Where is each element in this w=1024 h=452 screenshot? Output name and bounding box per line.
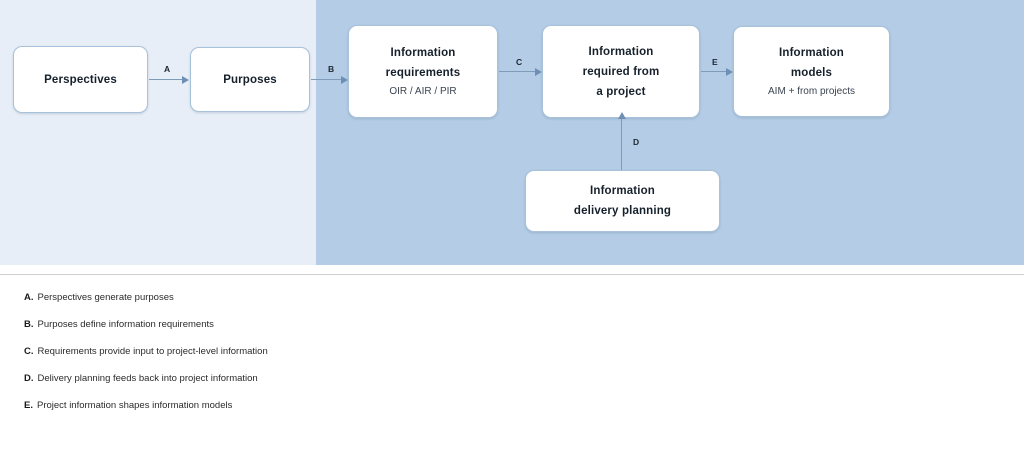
legend-item-a-key: A. <box>24 292 34 303</box>
node-information-models[interactable]: Information models AIM + from projects <box>733 26 890 117</box>
node-information-models-line-1: Information <box>779 47 844 59</box>
connector-b-shaft <box>311 79 342 80</box>
node-information-models-line-2: models <box>790 67 833 79</box>
connector-a-label: A <box>164 64 171 74</box>
section-divider <box>0 274 1024 275</box>
arrowhead-up-icon <box>617 112 626 119</box>
node-perspectives[interactable]: Perspectives <box>13 46 148 113</box>
node-information-requirements-line-2: requirements <box>385 67 461 79</box>
connector-a-shaft <box>149 79 183 80</box>
legend-item-e: E. Project information shapes informatio… <box>24 400 724 427</box>
connector-e-label: E <box>712 57 718 67</box>
arrowhead-right-icon <box>535 67 542 76</box>
legend-item-b-text: Purposes define information requirements <box>37 319 214 330</box>
connector-b-label: B <box>328 64 335 74</box>
node-information-delivery-planning[interactable]: Information delivery planning <box>525 170 720 232</box>
arrowhead-right-icon <box>726 67 733 76</box>
node-purposes[interactable]: Purposes <box>190 47 310 112</box>
node-information-requirements-line-1: Information <box>390 47 456 59</box>
connector-d-label: D <box>633 137 640 147</box>
node-information-requirements-subtitle: OIR / AIR / PIR <box>389 86 457 97</box>
legend-item-e-text: Project information shapes information m… <box>36 400 233 411</box>
node-information-required-from-a-project-line-2: required from <box>582 65 660 78</box>
connector-c-shaft <box>499 71 536 72</box>
panel-organizational-scope <box>0 0 316 265</box>
connector-c-label: C <box>516 57 523 67</box>
node-information-requirements[interactable]: Information requirements OIR / AIR / PIR <box>348 25 498 118</box>
legend-item-c-text: Requirements provide input to project-le… <box>37 346 268 357</box>
arrowhead-right-icon <box>182 75 189 84</box>
legend-item-d-text: Delivery planning feeds back into projec… <box>37 373 258 384</box>
node-information-required-from-a-project-line-1: Information <box>588 45 654 58</box>
legend-item-e-key: E. <box>24 400 33 411</box>
node-information-models-subtitle: AIM + from projects <box>768 86 855 97</box>
legend-item-a: A. Perspectives generate purposes <box>24 292 724 319</box>
legend-item-d: D. Delivery planning feeds back into pro… <box>24 373 724 400</box>
legend-item-d-key: D. <box>24 373 34 384</box>
legend: A. Perspectives generate purposes B. Pur… <box>24 292 724 427</box>
legend-item-b: B. Purposes define information requireme… <box>24 319 724 346</box>
legend-item-c-key: C. <box>24 346 34 357</box>
legend-item-b-key: B. <box>24 319 34 330</box>
legend-item-c: C. Requirements provide input to project… <box>24 346 724 373</box>
node-information-required-from-a-project-line-3: a project <box>596 85 646 98</box>
connector-d-shaft <box>621 119 622 170</box>
legend-item-a-text: Perspectives generate purposes <box>37 292 174 303</box>
node-information-required-from-a-project[interactable]: Information required from a project <box>542 25 700 118</box>
connector-e-shaft <box>701 71 727 72</box>
arrowhead-right-icon <box>341 75 348 84</box>
node-perspectives-line-1: Perspectives <box>44 73 117 86</box>
node-information-delivery-planning-line-1: Information <box>590 185 655 197</box>
node-purposes-line-1: Purposes <box>223 73 277 86</box>
node-information-delivery-planning-line-2: delivery planning <box>573 205 672 217</box>
